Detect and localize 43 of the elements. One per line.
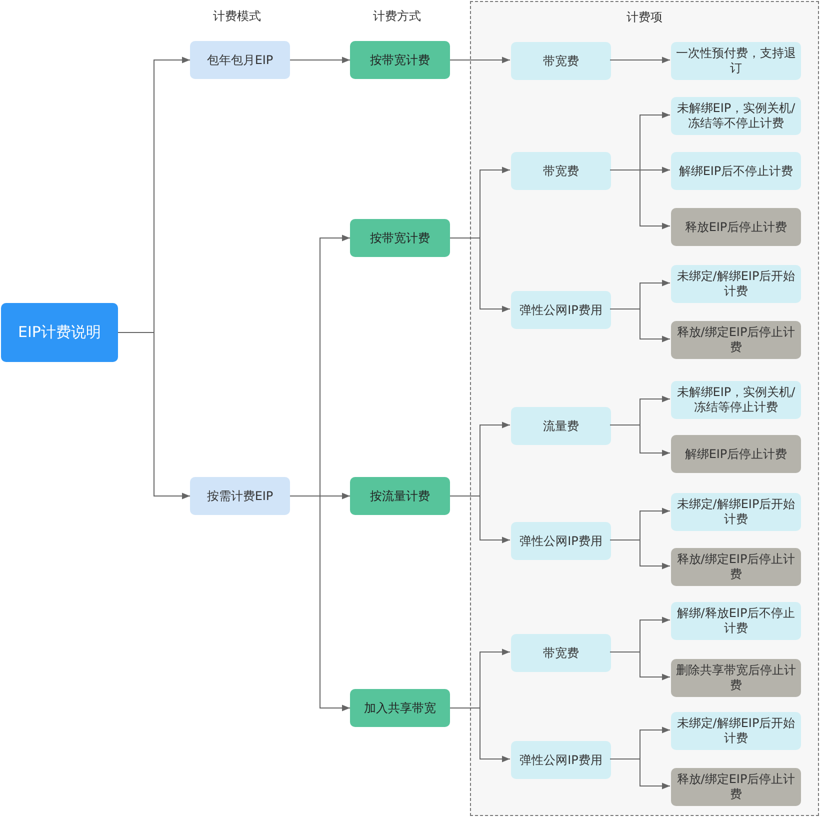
connector-arrow [610, 424, 670, 456]
item-box: 未解绑EIP，实例关机/冻结等停止计费 [671, 381, 801, 419]
item-box: 未绑定/解绑EIP后开始计费 [671, 265, 801, 303]
method-box: 按流量计费 [350, 477, 450, 515]
item-box: 未绑定/解绑EIP后开始计费 [671, 493, 801, 531]
dashed-panel [470, 1, 819, 816]
item-box: 弹性公网IP费用 [511, 291, 611, 329]
connector-arrow [450, 56, 510, 64]
connector-arrow [610, 308, 670, 342]
connector-arrow [610, 652, 670, 680]
mode-box: 按需计费EIP [190, 477, 290, 515]
method-box: 加入共享带宽 [350, 689, 450, 727]
column-heading: 计费模式 [213, 8, 261, 25]
connector-arrow [610, 170, 670, 230]
item-box: 未绑定/解绑EIP后开始计费 [671, 712, 801, 750]
stop-box: 删除共享带宽后停止计费 [671, 659, 801, 697]
item-box: 一次性预付费，支持退订 [671, 42, 801, 80]
connector-arrow [118, 332, 190, 500]
method-box: 按带宽计费 [350, 219, 450, 257]
item-box: 解绑/释放EIP后不停止计费 [671, 602, 801, 640]
root-box: EIP计费说明 [1, 303, 118, 362]
connector-arrow [610, 56, 670, 64]
connector-arrow [610, 758, 670, 790]
item-box: 弹性公网IP费用 [511, 741, 611, 779]
item-box: 流量费 [511, 407, 611, 445]
mode-box: 包年包月EIP [190, 41, 290, 79]
item-box: 未解绑EIP，实例关机/冻结等不停止计费 [671, 97, 801, 135]
item-box: 带宽费 [511, 634, 611, 672]
item-box: 带宽费 [511, 42, 611, 80]
connector-arrow [290, 496, 350, 712]
stop-box: 释放/绑定EIP后停止计费 [671, 321, 801, 359]
stop-box: 释放EIP后停止计费 [671, 208, 801, 246]
stop-box: 释放/绑定EIP后停止计费 [671, 768, 801, 806]
stop-box: 解绑EIP后停止计费 [671, 435, 801, 473]
stop-box: 释放/绑定EIP后停止计费 [671, 548, 801, 586]
item-box: 解绑EIP后不停止计费 [671, 152, 801, 190]
column-heading: 计费方式 [373, 8, 421, 25]
item-box: 弹性公网IP费用 [511, 522, 611, 560]
item-box: 带宽费 [511, 152, 611, 190]
panel-heading: 计费项 [626, 10, 662, 25]
connector-arrow [610, 540, 670, 570]
method-box: 按带宽计费 [350, 41, 450, 79]
connector-arrow [290, 56, 350, 64]
